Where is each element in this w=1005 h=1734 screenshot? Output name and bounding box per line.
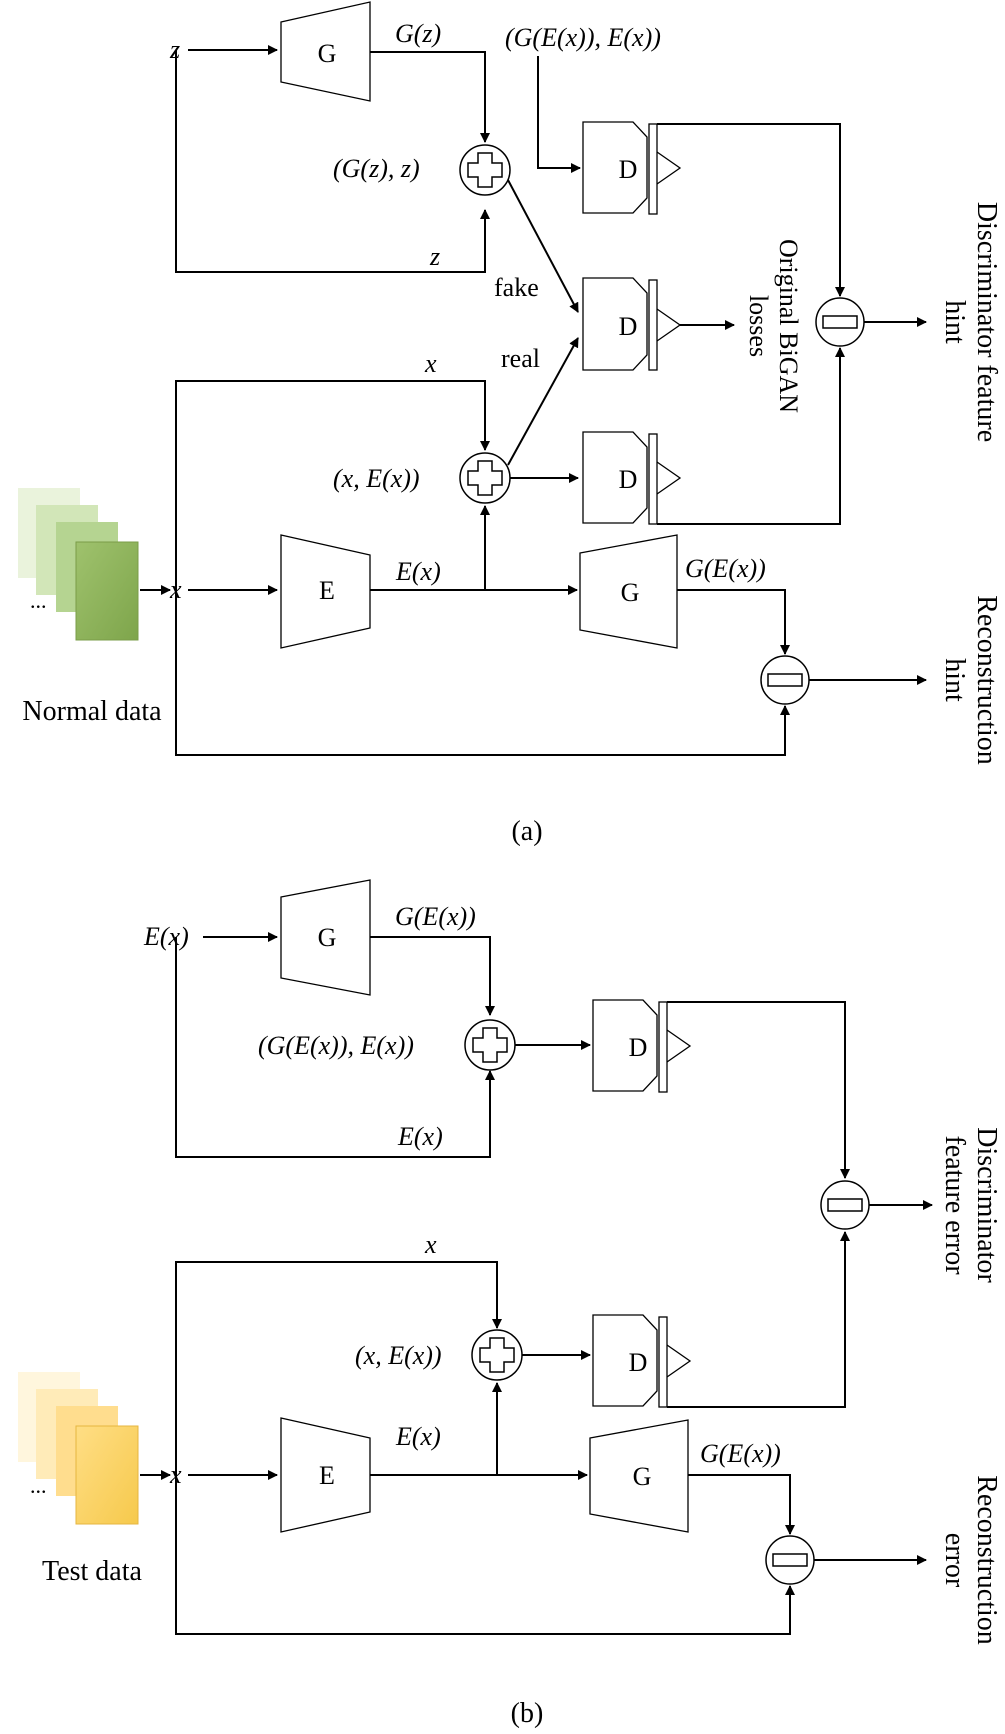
svg-text:D: D — [619, 465, 638, 494]
svg-text:D: D — [619, 155, 638, 184]
discriminator-block-3: D — [582, 431, 682, 525]
edge-label-z: z — [429, 242, 440, 271]
svg-text:E: E — [319, 576, 335, 605]
svg-text:E: E — [319, 1461, 335, 1490]
generator-block: G — [280, 879, 371, 996]
input-z: z — [169, 35, 180, 64]
caption-b: (b) — [511, 1698, 544, 1729]
edge-label-x-b: x — [424, 1230, 437, 1259]
edge-label-real: real — [501, 344, 540, 373]
caption-a: (a) — [511, 816, 542, 847]
dataset-label-normal: Normal data — [22, 696, 162, 727]
dataset-label-test: Test data — [42, 1556, 142, 1587]
concat-node-recon — [464, 1019, 516, 1071]
svg-text:G: G — [318, 923, 337, 952]
concat-node-real — [471, 1329, 523, 1381]
edge-label-g-z: G(z) — [395, 19, 441, 48]
edge-label-x: x — [424, 349, 437, 378]
stacked-pages-icon: ... — [18, 488, 139, 641]
output-recon-error-line2: error — [939, 1533, 970, 1588]
panel-b: E(x) G G(E(x)) E(x) (G(E(x)), E(x)) D D — [18, 879, 1002, 1729]
stacked-pages-icon: ... — [18, 1372, 139, 1525]
edge-label-e-x: E(x) — [395, 557, 441, 586]
edge-label-g-e-x-b: G(E(x)) — [700, 1439, 781, 1468]
svg-text:...: ... — [30, 588, 47, 613]
edge-label-pair-recon-b: (G(E(x)), E(x)) — [258, 1031, 414, 1060]
discriminator-block-1: D — [582, 121, 682, 215]
concat-node-real — [459, 452, 511, 504]
edge-label-pair-fake: (G(z), z) — [333, 154, 420, 183]
svg-text:D: D — [629, 1033, 648, 1062]
output-recon-hint-line2: hint — [939, 658, 970, 702]
discriminator-block-1: D — [592, 999, 692, 1093]
edge-label-e-x-b: E(x) — [395, 1422, 441, 1451]
generator-block-recon: G — [579, 534, 678, 649]
diff-node-recon — [765, 1535, 815, 1585]
svg-text:D: D — [619, 312, 638, 341]
concat-node-fake — [459, 144, 511, 196]
output-feature-hint-line1: Discriminator feature — [971, 202, 1002, 442]
edge-label-pair-recon: (G(E(x)), E(x)) — [505, 23, 661, 52]
diff-node-feature — [815, 297, 865, 347]
edge-label-pair-real-b: (x, E(x)) — [355, 1341, 442, 1370]
panel-a: G z z G(z) (G(z), z) (G(E(x)), E(x)) D — [18, 1, 1002, 847]
edge-label-e-x-branch: E(x) — [397, 1122, 443, 1151]
encoder-block: E — [280, 534, 371, 649]
svg-text:D: D — [629, 1348, 648, 1377]
svg-text:...: ... — [30, 1473, 47, 1498]
discriminator-block-2: D — [582, 277, 682, 371]
edge-label-g-e-x-top: G(E(x)) — [395, 902, 476, 931]
input-x: x — [169, 575, 182, 604]
edge-label-pair-real: (x, E(x)) — [333, 464, 420, 493]
input-x: x — [169, 1460, 182, 1489]
diff-node-recon — [760, 655, 810, 705]
output-recon-error-line1: Reconstruction — [971, 1475, 1002, 1645]
losses-label-line2: losses — [744, 295, 773, 357]
output-feature-error-line2: feature error — [939, 1135, 970, 1275]
svg-text:G: G — [621, 578, 640, 607]
generator-block-recon: G — [589, 1419, 689, 1533]
input-e-x: E(x) — [143, 922, 189, 951]
discriminator-block-2: D — [592, 1314, 692, 1408]
svg-text:G: G — [633, 1462, 652, 1491]
output-recon-hint-line1: Reconstruction — [971, 595, 1002, 765]
generator-block: G — [280, 1, 371, 102]
encoder-block: E — [280, 1417, 371, 1533]
diff-node-feature — [820, 1180, 870, 1230]
output-feature-error-line1: Discriminator — [971, 1127, 1002, 1283]
losses-label-line1: Original BiGAN — [774, 239, 803, 413]
svg-text:G: G — [318, 39, 337, 68]
edge-label-g-e-x: G(E(x)) — [685, 554, 766, 583]
output-feature-hint-line2: hint — [939, 300, 970, 344]
edge-label-fake: fake — [494, 273, 539, 302]
